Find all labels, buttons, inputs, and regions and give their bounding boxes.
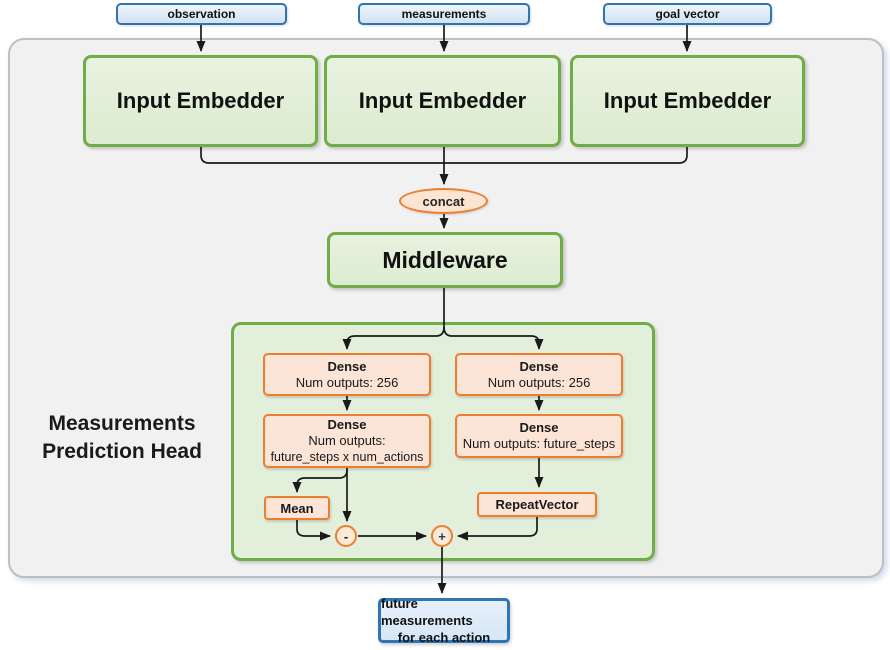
dense-left-2-subtitle1: Num outputs:: [308, 433, 386, 448]
plus-operator-node: +: [431, 525, 453, 547]
input-embedder-2-label: Input Embedder: [358, 88, 527, 113]
concat-node-label: concat: [422, 193, 465, 209]
group-caption-line2: Prediction Head: [42, 440, 202, 463]
input-embedder-1: Input Embedder: [83, 55, 318, 147]
middleware-node: Middleware: [327, 232, 563, 288]
dense-right-2-title: Dense: [519, 420, 559, 435]
dense-left-1-subtitle: Num outputs: 256: [295, 374, 399, 390]
dense-right-2: Dense Num outputs: future_steps: [455, 414, 623, 458]
output-node: future measurements for each action: [378, 596, 510, 645]
output-node-line1: future measurements: [381, 596, 473, 628]
dense-left-2-title: Dense: [327, 417, 367, 432]
input-embedder-3-label: Input Embedder: [603, 88, 772, 113]
concat-node: concat: [399, 188, 488, 214]
group-caption: Measurements Prediction Head: [10, 410, 234, 466]
output-node-line2: for each action: [397, 630, 491, 645]
plus-operator-label: +: [438, 528, 446, 544]
mean-node: Mean: [264, 496, 330, 520]
input-node-goal-vector: goal vector: [603, 3, 772, 25]
dense-right-1-title: Dense: [519, 358, 559, 374]
input-node-observation: observation: [116, 3, 287, 25]
mean-node-label: Mean: [280, 500, 314, 516]
repeat-vector-node-label: RepeatVector: [495, 497, 579, 512]
dense-right-1-subtitle: Num outputs: 256: [487, 374, 591, 390]
input-embedder-1-label: Input Embedder: [116, 88, 285, 113]
input-embedder-2: Input Embedder: [324, 55, 561, 147]
minus-operator-node: -: [335, 525, 357, 547]
dense-left-1: Dense Num outputs: 256: [263, 353, 431, 396]
dense-left-2-subtitle2: future_steps x num_actions: [270, 450, 424, 464]
dense-left-2: Dense Num outputs: future_steps x num_ac…: [263, 414, 431, 468]
group-caption-line1: Measurements: [48, 412, 196, 435]
middleware-node-label: Middleware: [382, 246, 508, 273]
dense-right-1: Dense Num outputs: 256: [455, 353, 623, 396]
minus-operator-label: -: [343, 528, 349, 544]
input-node-observation-label: observation: [167, 7, 236, 21]
repeat-vector-node: RepeatVector: [477, 492, 597, 517]
dense-right-2-subtitle: Num outputs: future_steps: [462, 436, 616, 451]
input-node-measurements: measurements: [358, 3, 530, 25]
input-node-goal-vector-label: goal vector: [655, 7, 720, 21]
input-node-measurements-label: measurements: [401, 7, 487, 21]
dense-left-1-title: Dense: [327, 358, 367, 374]
input-embedder-3: Input Embedder: [570, 55, 805, 147]
